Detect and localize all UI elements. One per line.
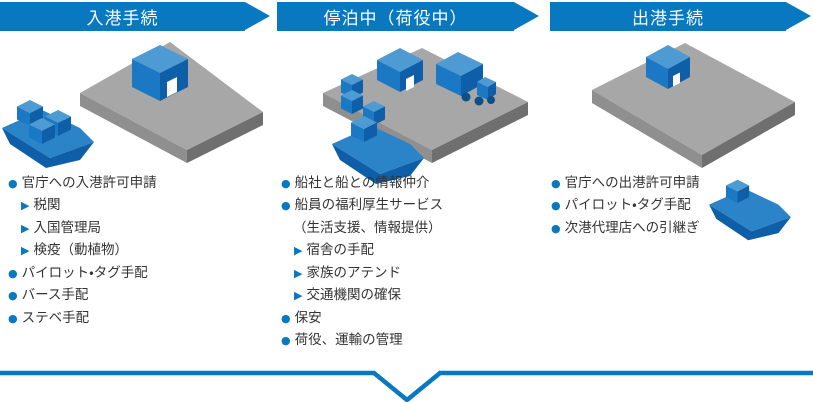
list-item: ● 荷役、運輸の管理	[281, 330, 546, 353]
moored-dock-illustration	[323, 48, 528, 184]
list-item: ● パイロット・タグ手配	[551, 195, 813, 218]
bullet-arrow-icon: ▶	[294, 244, 303, 258]
list-item-label: 税関	[33, 197, 61, 213]
cargo-ship-icon	[2, 100, 94, 168]
warehouse-icon	[377, 48, 423, 92]
warehouse-icon	[646, 45, 690, 89]
moored-procedure-list: ● 船社と船との情報仲介 ● 船員の福利厚生サービス （生活支援、情報提供） ▶…	[281, 172, 546, 352]
list-item: ● 官庁への入港許可申請	[8, 172, 273, 195]
list-item-label: 官庁への出港許可申請	[564, 174, 700, 191]
bullet-arrow-icon: ▶	[21, 221, 30, 235]
list-item: ▶ 宿舎の手配	[281, 240, 546, 263]
departing-ship-icon	[709, 179, 791, 241]
bullet-dot-icon: ●	[8, 289, 18, 303]
list-item: ● 船員の福利厚生サービス	[281, 195, 546, 218]
cabin-icon	[351, 116, 377, 142]
list-item: ● 次港代理店への引継ぎ	[551, 217, 813, 240]
bullet-dot-icon: ●	[8, 311, 18, 325]
bullet-arrow-icon: ▶	[294, 266, 303, 280]
list-item-label: （生活支援、情報提供）	[293, 219, 442, 236]
entry-procedure-list: ● 官庁への入港許可申請 ▶ 税関 ▶ 入国管理局 ▶ 検疫（動植物） ● パイ…	[8, 172, 273, 330]
bullet-arrow-icon: ▶	[294, 289, 303, 303]
banner-entry-procedure: 入港手続	[0, 2, 270, 31]
list-item-label: 検疫（動植物）	[33, 242, 128, 258]
banner-entry-label: 入港手続	[86, 9, 159, 29]
moored-ship-icon	[332, 116, 424, 184]
bullet-dot-icon: ●	[281, 334, 291, 348]
list-item-label: パイロット・タグ手配	[21, 264, 148, 281]
bullet-arrow-icon: ▶	[21, 199, 30, 213]
list-item-label: 次港代理店への引継ぎ	[564, 219, 700, 236]
list-item-label: 家族のアテンド	[306, 264, 401, 281]
list-item: ● ステベ手配	[8, 307, 273, 330]
list-item-label: バース手配	[21, 287, 89, 303]
flow-connector-line	[0, 370, 813, 402]
list-item-label: 宿舎の手配	[306, 242, 374, 258]
list-item-label: 官庁への入港許可申請	[21, 174, 157, 191]
list-item: ● パイロット・タグ手配	[8, 262, 273, 285]
bullet-dot-icon: ●	[8, 266, 18, 280]
bullet-dot-icon: ●	[281, 176, 291, 190]
bullet-dot-icon: ●	[8, 176, 18, 190]
list-item-label: 荷役、運輸の管理	[294, 332, 403, 348]
departure-procedure-list: ● 官庁への出港許可申請 ● パイロット・タグ手配 ● 次港代理店への引継ぎ	[551, 172, 813, 240]
cabin-icon	[726, 179, 750, 203]
banner-departure-procedure: 出港手続	[550, 2, 811, 31]
list-item: ▶ 交通機関の確保	[281, 285, 546, 308]
departure-dock-illustration	[592, 43, 795, 168]
entry-dock-illustration	[2, 42, 263, 168]
bullet-dot-icon: ●	[551, 221, 561, 235]
list-item-label: 交通機関の確保	[306, 287, 401, 303]
banner-moored-label: 停泊中（荷役中）	[323, 9, 468, 29]
list-item-label: 船社と船との情報仲介	[294, 174, 430, 191]
bullet-dot-icon: ●	[551, 199, 561, 213]
banner-departure-label: 出港手続	[632, 9, 704, 29]
container-stack-icon	[341, 74, 385, 125]
list-item-label: パイロット・タグ手配	[564, 197, 691, 213]
bullet-dot-icon: ●	[281, 199, 291, 213]
bullet-dot-icon: ●	[551, 176, 561, 190]
container-icon	[29, 118, 55, 144]
list-item-label: ステベ手配	[21, 309, 90, 326]
list-item: ● 船社と船との情報仲介	[281, 172, 546, 195]
list-item: ● 官庁への出港許可申請	[551, 172, 813, 195]
dock-icon	[80, 42, 263, 163]
list-item-label: 入国管理局	[33, 219, 101, 236]
list-item: ▶ 検疫（動植物）	[8, 240, 273, 263]
list-item: ● 保安	[281, 307, 546, 330]
list-item: ● バース手配	[8, 285, 273, 308]
list-item-continuation: （生活支援、情報提供）	[281, 217, 546, 240]
bullet-arrow-icon: ▶	[21, 244, 30, 258]
container-icon	[17, 100, 43, 126]
banner-moored-procedure: 停泊中（荷役中）	[277, 2, 539, 31]
list-item: ▶ 入国管理局	[8, 217, 273, 240]
list-item: ▶ 家族のアテンド	[281, 262, 546, 285]
truck-icon	[436, 52, 496, 106]
dock-icon	[592, 43, 795, 168]
list-item-label: 船員の福利厚生サービス	[294, 197, 444, 213]
warehouse-icon	[132, 45, 188, 101]
list-item-label: 保安	[294, 309, 322, 326]
list-item: ▶ 税関	[8, 195, 273, 218]
bullet-dot-icon: ●	[281, 311, 291, 325]
